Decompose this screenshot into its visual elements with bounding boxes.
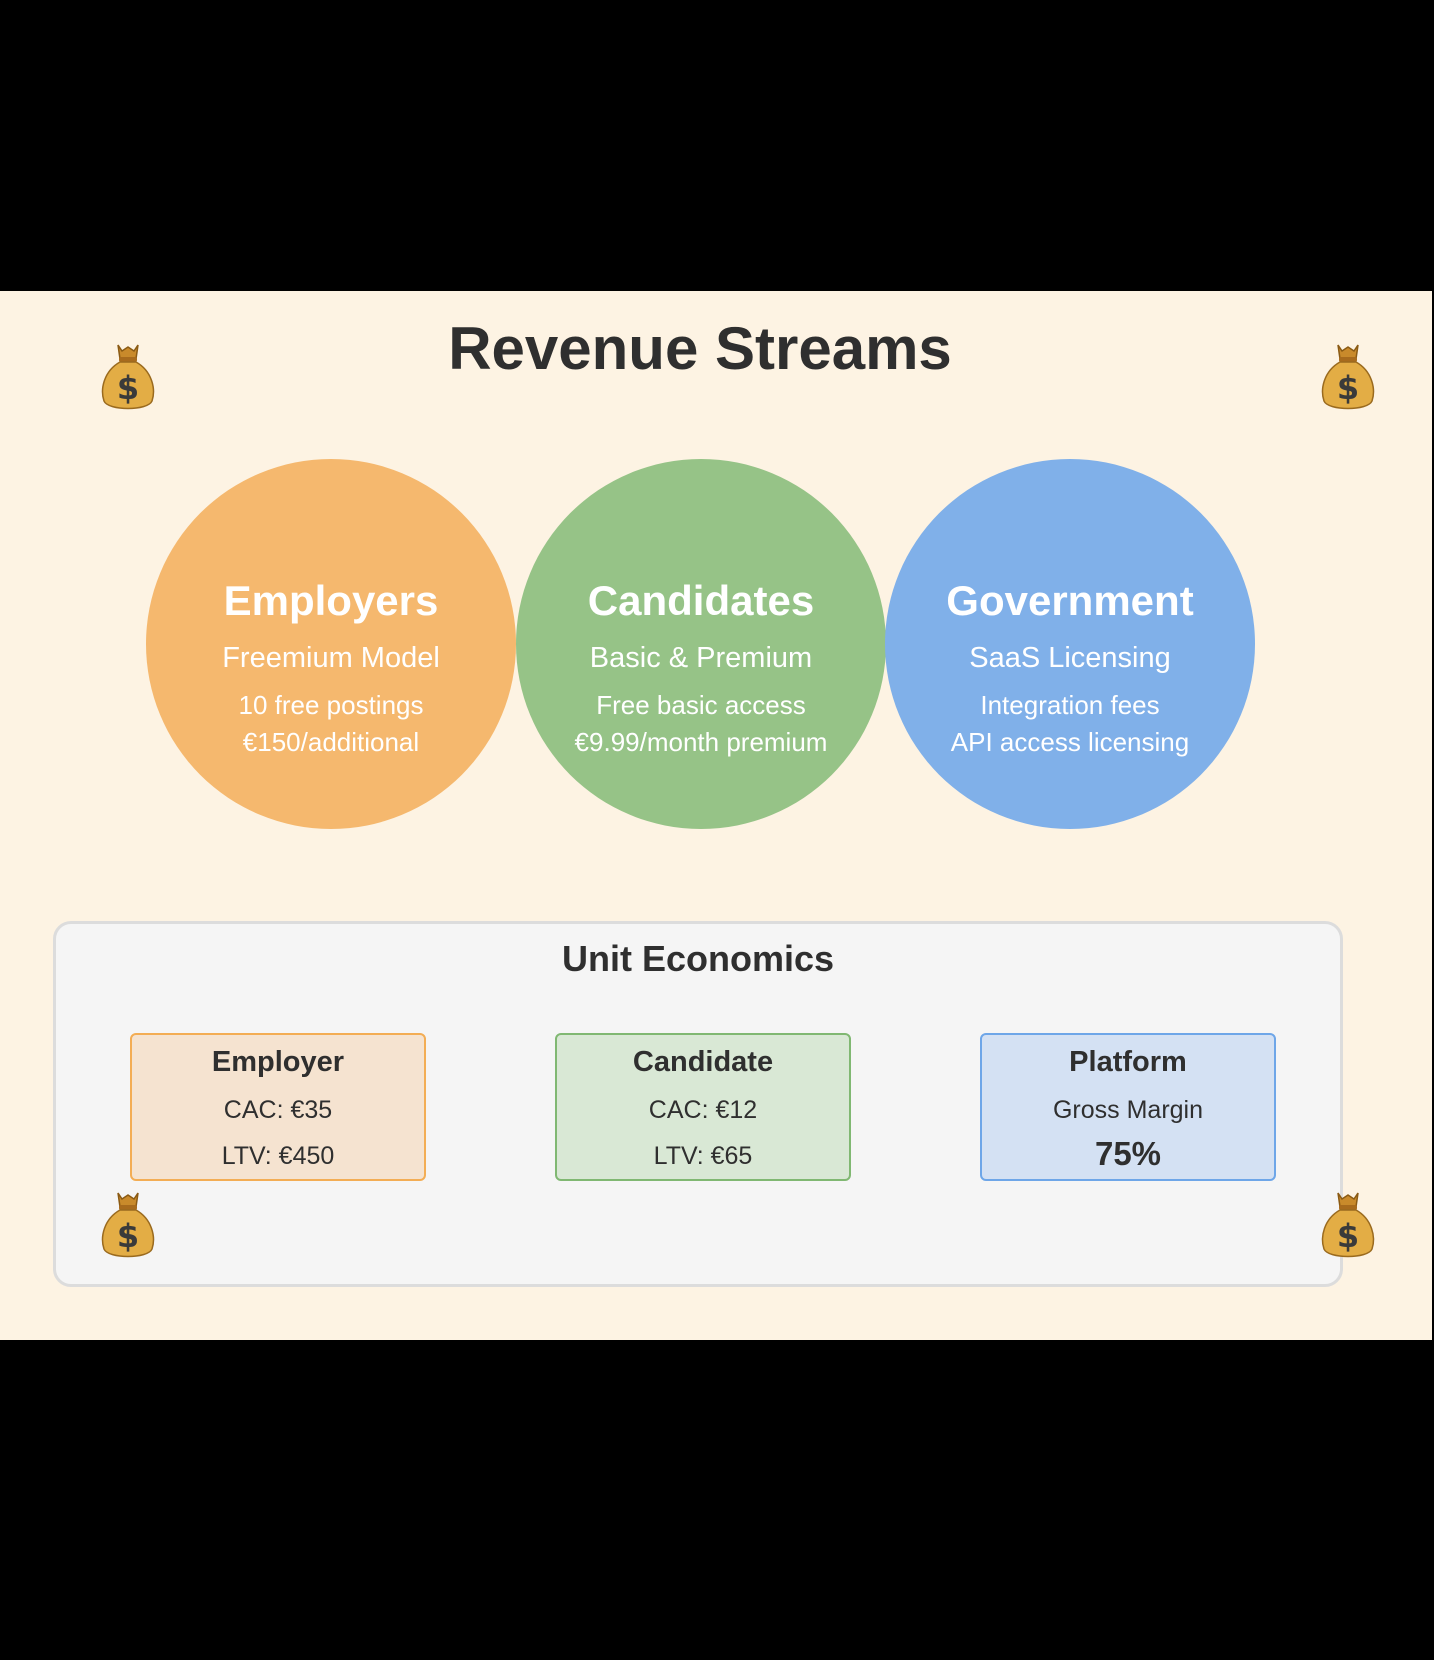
panel-title: Unit Economics <box>561 938 835 979</box>
money-bag-icon: $ <box>1318 1189 1378 1261</box>
money-bag-icon: $ <box>1318 341 1378 413</box>
slide: Revenue Streams $ $ Employers Freemium M… <box>0 291 1432 1340</box>
stream-title: Candidates <box>587 577 815 624</box>
dollar-sign: $ <box>117 1217 139 1255</box>
stream-detail: Integration fees <box>980 690 1160 720</box>
platform-card: Platform Gross Margin 75% <box>980 1033 1276 1181</box>
dollar-sign: $ <box>1337 369 1359 407</box>
page-title: Revenue Streams <box>448 315 952 382</box>
card-title: Candidate <box>632 1046 774 1078</box>
stream-title: Government <box>946 577 1194 624</box>
cac-value: CAC: €35 <box>223 1096 333 1124</box>
dollar-sign: $ <box>117 369 139 407</box>
stream-model: Basic & Premium <box>589 642 813 674</box>
gross-margin-value: 75% <box>1094 1135 1162 1172</box>
dollar-sign: $ <box>1337 1217 1359 1255</box>
stream-detail: €9.99/month premium <box>574 727 828 757</box>
stream-circle-government: Government SaaS Licensing Integration fe… <box>885 459 1255 829</box>
gross-margin-label: Gross Margin <box>1052 1096 1204 1124</box>
ltv-value: LTV: €450 <box>221 1142 335 1170</box>
candidate-card: Candidate CAC: €12 LTV: €65 <box>555 1033 851 1181</box>
money-bag-icon: $ <box>98 341 158 413</box>
ltv-value: LTV: €65 <box>653 1142 753 1170</box>
money-bag-icon: $ <box>98 1189 158 1261</box>
stream-circle-employers: Employers Freemium Model 10 free posting… <box>146 459 516 829</box>
stream-circle-candidates: Candidates Basic & Premium Free basic ac… <box>516 459 886 829</box>
employer-card: Employer CAC: €35 LTV: €450 <box>130 1033 426 1181</box>
unit-economics-panel: Unit Economics Employer CAC: €35 LTV: €4… <box>53 921 1343 1287</box>
cac-value: CAC: €12 <box>648 1096 758 1124</box>
stream-detail: 10 free postings <box>238 690 424 720</box>
stream-detail: €150/additional <box>242 727 420 757</box>
stream-title: Employers <box>223 577 439 624</box>
card-title: Employer <box>211 1046 345 1078</box>
stream-model: SaaS Licensing <box>969 642 1171 674</box>
stream-model: Freemium Model <box>222 642 440 674</box>
stream-detail: API access licensing <box>950 727 1190 757</box>
card-title: Platform <box>1069 1046 1187 1078</box>
stream-detail: Free basic access <box>596 690 806 720</box>
